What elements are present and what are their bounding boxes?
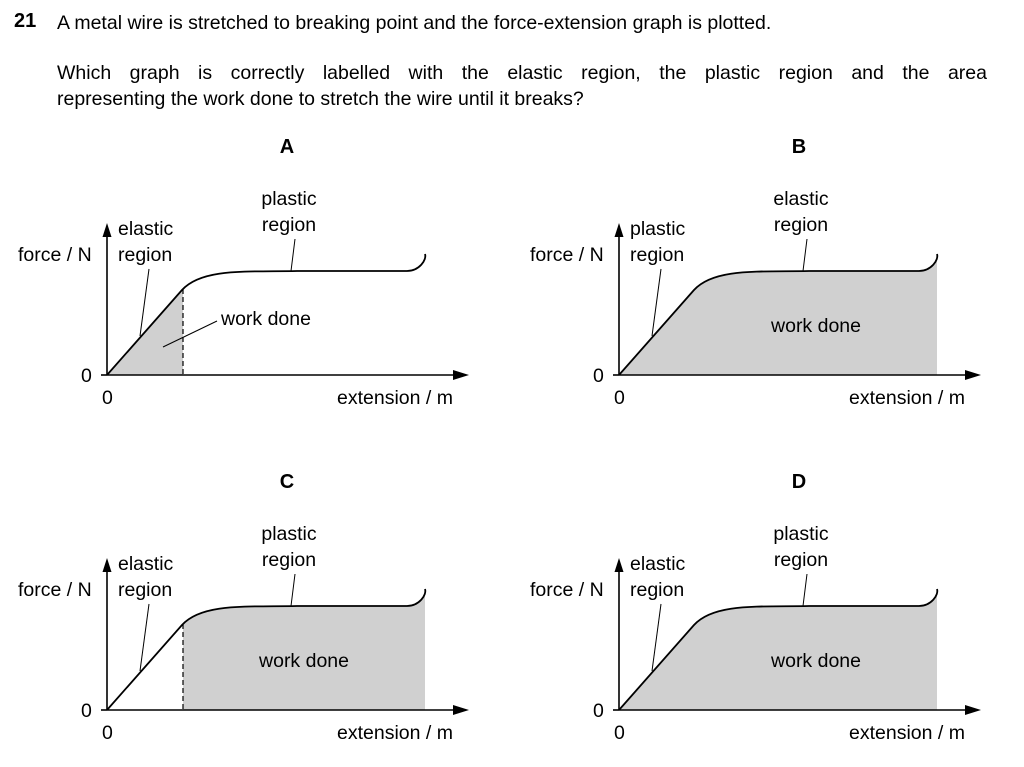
- work-done-label: work done: [220, 308, 311, 330]
- x-axis-arrowhead: [453, 705, 469, 715]
- top-region-label-line2: region: [774, 549, 828, 571]
- top-label-leader-line: [290, 573, 296, 607]
- work-done-shaded-area: [183, 589, 426, 710]
- left-region-label-line1: plastic: [630, 218, 686, 240]
- left-region-label-line1: elastic: [630, 553, 686, 575]
- work-done-label: work done: [770, 315, 861, 337]
- work-done-label: work done: [258, 650, 349, 672]
- origin-y-label: 0: [81, 365, 92, 387]
- y-axis-arrowhead: [102, 223, 112, 237]
- origin-y-label: 0: [593, 365, 604, 387]
- x-axis-label: extension / m: [337, 722, 453, 744]
- left-region-label-line2: region: [118, 579, 172, 601]
- force-extension-curve: [618, 253, 939, 376]
- y-axis-label: force / N: [530, 244, 604, 266]
- top-region-label-line1: elastic: [773, 188, 829, 210]
- top-region-label-line1: plastic: [261, 523, 317, 545]
- left-region-label-line1: elastic: [118, 218, 174, 240]
- work-done-leader-line: [162, 320, 218, 348]
- x-axis-arrowhead: [965, 705, 981, 715]
- top-label-leader-line: [290, 238, 296, 272]
- question-stem-line-3: representing the work done to stretch th…: [57, 88, 584, 110]
- origin-x-label: 0: [102, 387, 113, 409]
- x-axis-arrowhead: [453, 370, 469, 380]
- work-done-shaded-area: [619, 254, 938, 375]
- x-axis-label: extension / m: [849, 387, 965, 409]
- y-axis-arrowhead: [614, 558, 624, 572]
- question-stem-line-1: A metal wire is stretched to breaking po…: [57, 12, 772, 34]
- left-region-label-line1: elastic: [118, 553, 174, 575]
- origin-y-label: 0: [593, 700, 604, 722]
- y-axis-label: force / N: [18, 244, 92, 266]
- x-axis-label: extension / m: [849, 722, 965, 744]
- x-axis-arrowhead: [965, 370, 981, 380]
- origin-x-label: 0: [102, 722, 113, 744]
- question-stem-line-2: Which graph is correctly labelled with t…: [57, 62, 987, 84]
- question-number: 21: [14, 10, 37, 32]
- top-region-label-line1: plastic: [261, 188, 317, 210]
- top-label-leader-line: [802, 573, 808, 607]
- option-letter-d: D: [792, 471, 806, 493]
- force-extension-curve: [106, 253, 427, 376]
- origin-y-label: 0: [81, 700, 92, 722]
- left-label-leader-line: [651, 603, 662, 672]
- option-letter-a: A: [280, 136, 294, 158]
- work-done-shaded-area: [619, 589, 938, 710]
- y-axis-arrowhead: [102, 558, 112, 572]
- top-region-label-line2: region: [774, 214, 828, 236]
- left-label-leader-line: [139, 268, 150, 337]
- force-extension-curve: [106, 588, 427, 711]
- option-letter-b: B: [792, 136, 806, 158]
- y-axis-label: force / N: [18, 579, 92, 601]
- work-done-label: work done: [770, 650, 861, 672]
- left-region-label-line2: region: [630, 579, 684, 601]
- top-region-label-line2: region: [262, 549, 316, 571]
- origin-x-label: 0: [614, 387, 625, 409]
- y-axis-arrowhead: [614, 223, 624, 237]
- origin-x-label: 0: [614, 722, 625, 744]
- top-label-leader-line: [802, 238, 808, 272]
- left-label-leader-line: [139, 603, 150, 672]
- y-axis-label: force / N: [530, 579, 604, 601]
- top-region-label-line2: region: [262, 214, 316, 236]
- option-letter-c: C: [280, 471, 294, 493]
- x-axis-label: extension / m: [337, 387, 453, 409]
- left-label-leader-line: [651, 268, 662, 337]
- force-extension-curve: [618, 588, 939, 711]
- top-region-label-line1: plastic: [773, 523, 829, 545]
- left-region-label-line2: region: [630, 244, 684, 266]
- left-region-label-line2: region: [118, 244, 172, 266]
